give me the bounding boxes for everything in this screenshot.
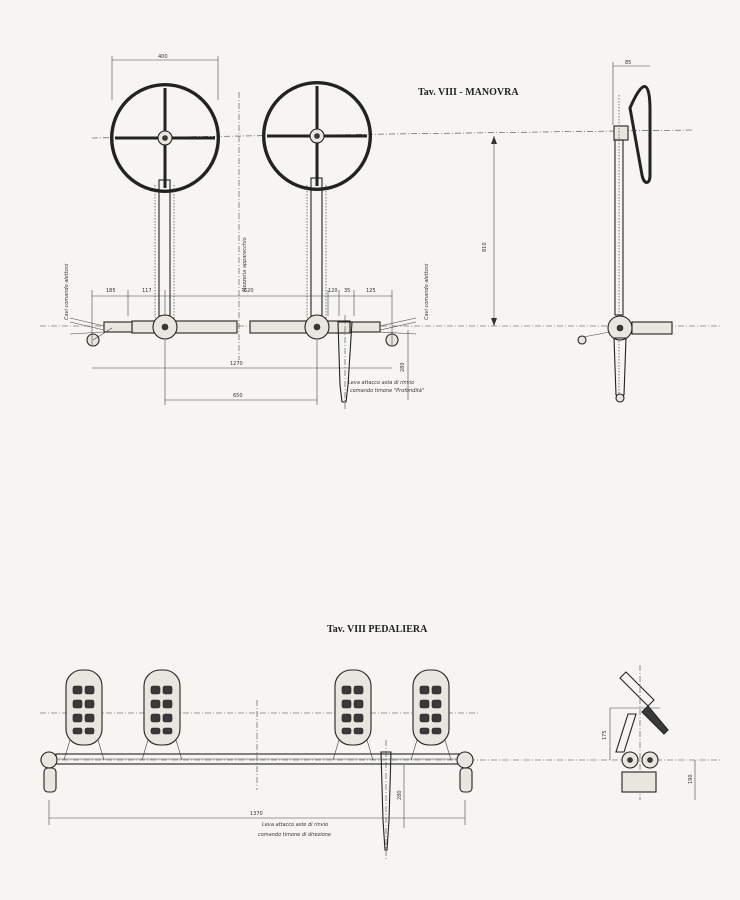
dim-35: 35: [344, 288, 350, 294]
pedal-lever-note-1: Leva attacco aste di rinvio: [262, 822, 328, 828]
label-left-cable: Cavi comando alettoni: [64, 263, 70, 320]
dim-117: 117: [142, 288, 152, 294]
dim-side-190: 190: [688, 774, 694, 784]
dim-height-810: 810: [482, 242, 488, 252]
pedaliera-front-view: 1370 280 Leva attacco aste di rinvio com…: [40, 669, 720, 860]
dim-pedal-280: 280: [397, 790, 403, 800]
pedal-1: [65, 669, 103, 746]
title-pedaliera: Tav. VIII PEDALIERA: [327, 624, 428, 635]
lever-note-2: comando timone "Profondità": [350, 387, 424, 394]
dim-side-85: 85: [625, 60, 631, 66]
dim-col-spacing: 650: [233, 393, 243, 399]
pedaliera-side-view: 175 190: [602, 665, 696, 800]
manovra-front-view: 400 Mezzeria apparecchio Cavi comando al…: [40, 54, 720, 410]
dim-total-1370: 1370: [250, 811, 263, 817]
dim-wheel-diameter: 400: [158, 54, 168, 60]
dim-620: 620: [244, 288, 254, 294]
pedal-4: [412, 669, 450, 746]
title-manovra: Tav. VIII - MANOVRA: [418, 87, 519, 98]
pedal-2: [143, 669, 181, 746]
left-steering-wheel: [110, 83, 220, 193]
dim-total-1270: 1270: [230, 361, 243, 367]
dim-120: 120: [328, 288, 338, 294]
manovra-side-view: 85: [577, 60, 673, 403]
dim-185: 185: [106, 288, 116, 294]
dim-280: 280: [400, 362, 406, 372]
right-steering-wheel: [262, 81, 372, 191]
lever-note-1: Leva attacco asta di rinvio: [348, 380, 414, 386]
label-right-cable: Cavi comando alettoni: [424, 263, 430, 320]
dim-side-175: 175: [602, 730, 608, 740]
pedal-lever-note-2: comando timone di direzione: [258, 832, 331, 838]
dim-125: 125: [366, 288, 376, 294]
pedal-3: [334, 669, 372, 746]
label-vertical-center: Mezzeria apparecchio: [242, 237, 248, 292]
